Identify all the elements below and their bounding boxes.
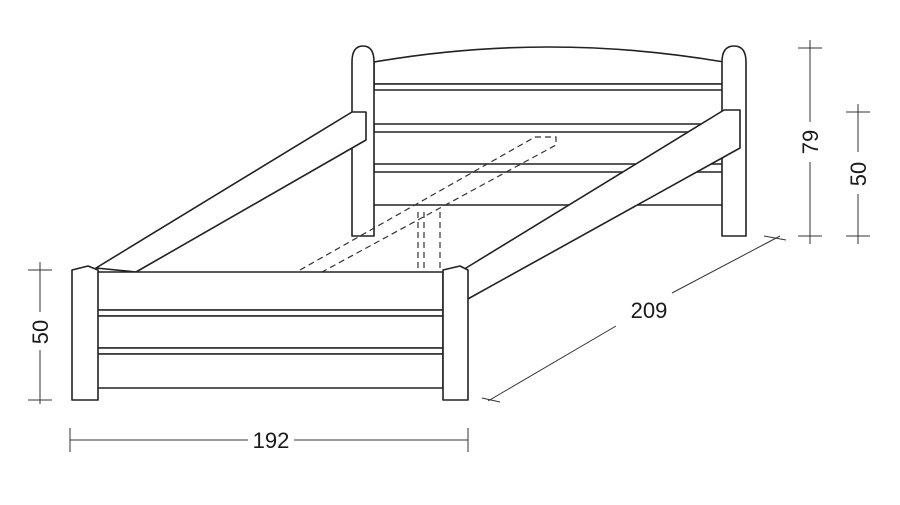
dimension-headboard-height: 79 (798, 40, 823, 244)
headboard-slat-2 (373, 123, 725, 133)
footboard-slat-1 (95, 271, 444, 311)
dimension-headboard-side-height: 50 (846, 104, 871, 244)
footboard-gap-1 (95, 309, 444, 317)
hidden-beam (299, 136, 557, 273)
dimension-headboard-side-height-label: 50 (846, 162, 871, 186)
footboard-left-post (71, 265, 99, 401)
footboard-slat-3 (95, 353, 444, 389)
footboard-right-post (442, 265, 469, 401)
dimension-headboard-height-label: 79 (798, 130, 823, 154)
dimension-depth-label: 209 (631, 298, 668, 323)
headboard-arch (373, 46, 725, 85)
dimension-footboard-height-label: 50 (28, 320, 53, 344)
dimension-length-label: 192 (253, 428, 290, 453)
footboard-slat-2 (95, 315, 444, 349)
dimension-depth: 209 (481, 235, 787, 403)
left-side-rail (95, 111, 367, 273)
dimension-footboard-height: 50 (28, 262, 53, 404)
headboard-slat-line-1 (373, 83, 725, 91)
hidden-support-lines (299, 136, 557, 273)
footboard-gap-2 (95, 347, 444, 355)
footboard (71, 265, 469, 401)
left-rail-board (95, 111, 367, 273)
dimension-length: 192 (69, 428, 469, 453)
